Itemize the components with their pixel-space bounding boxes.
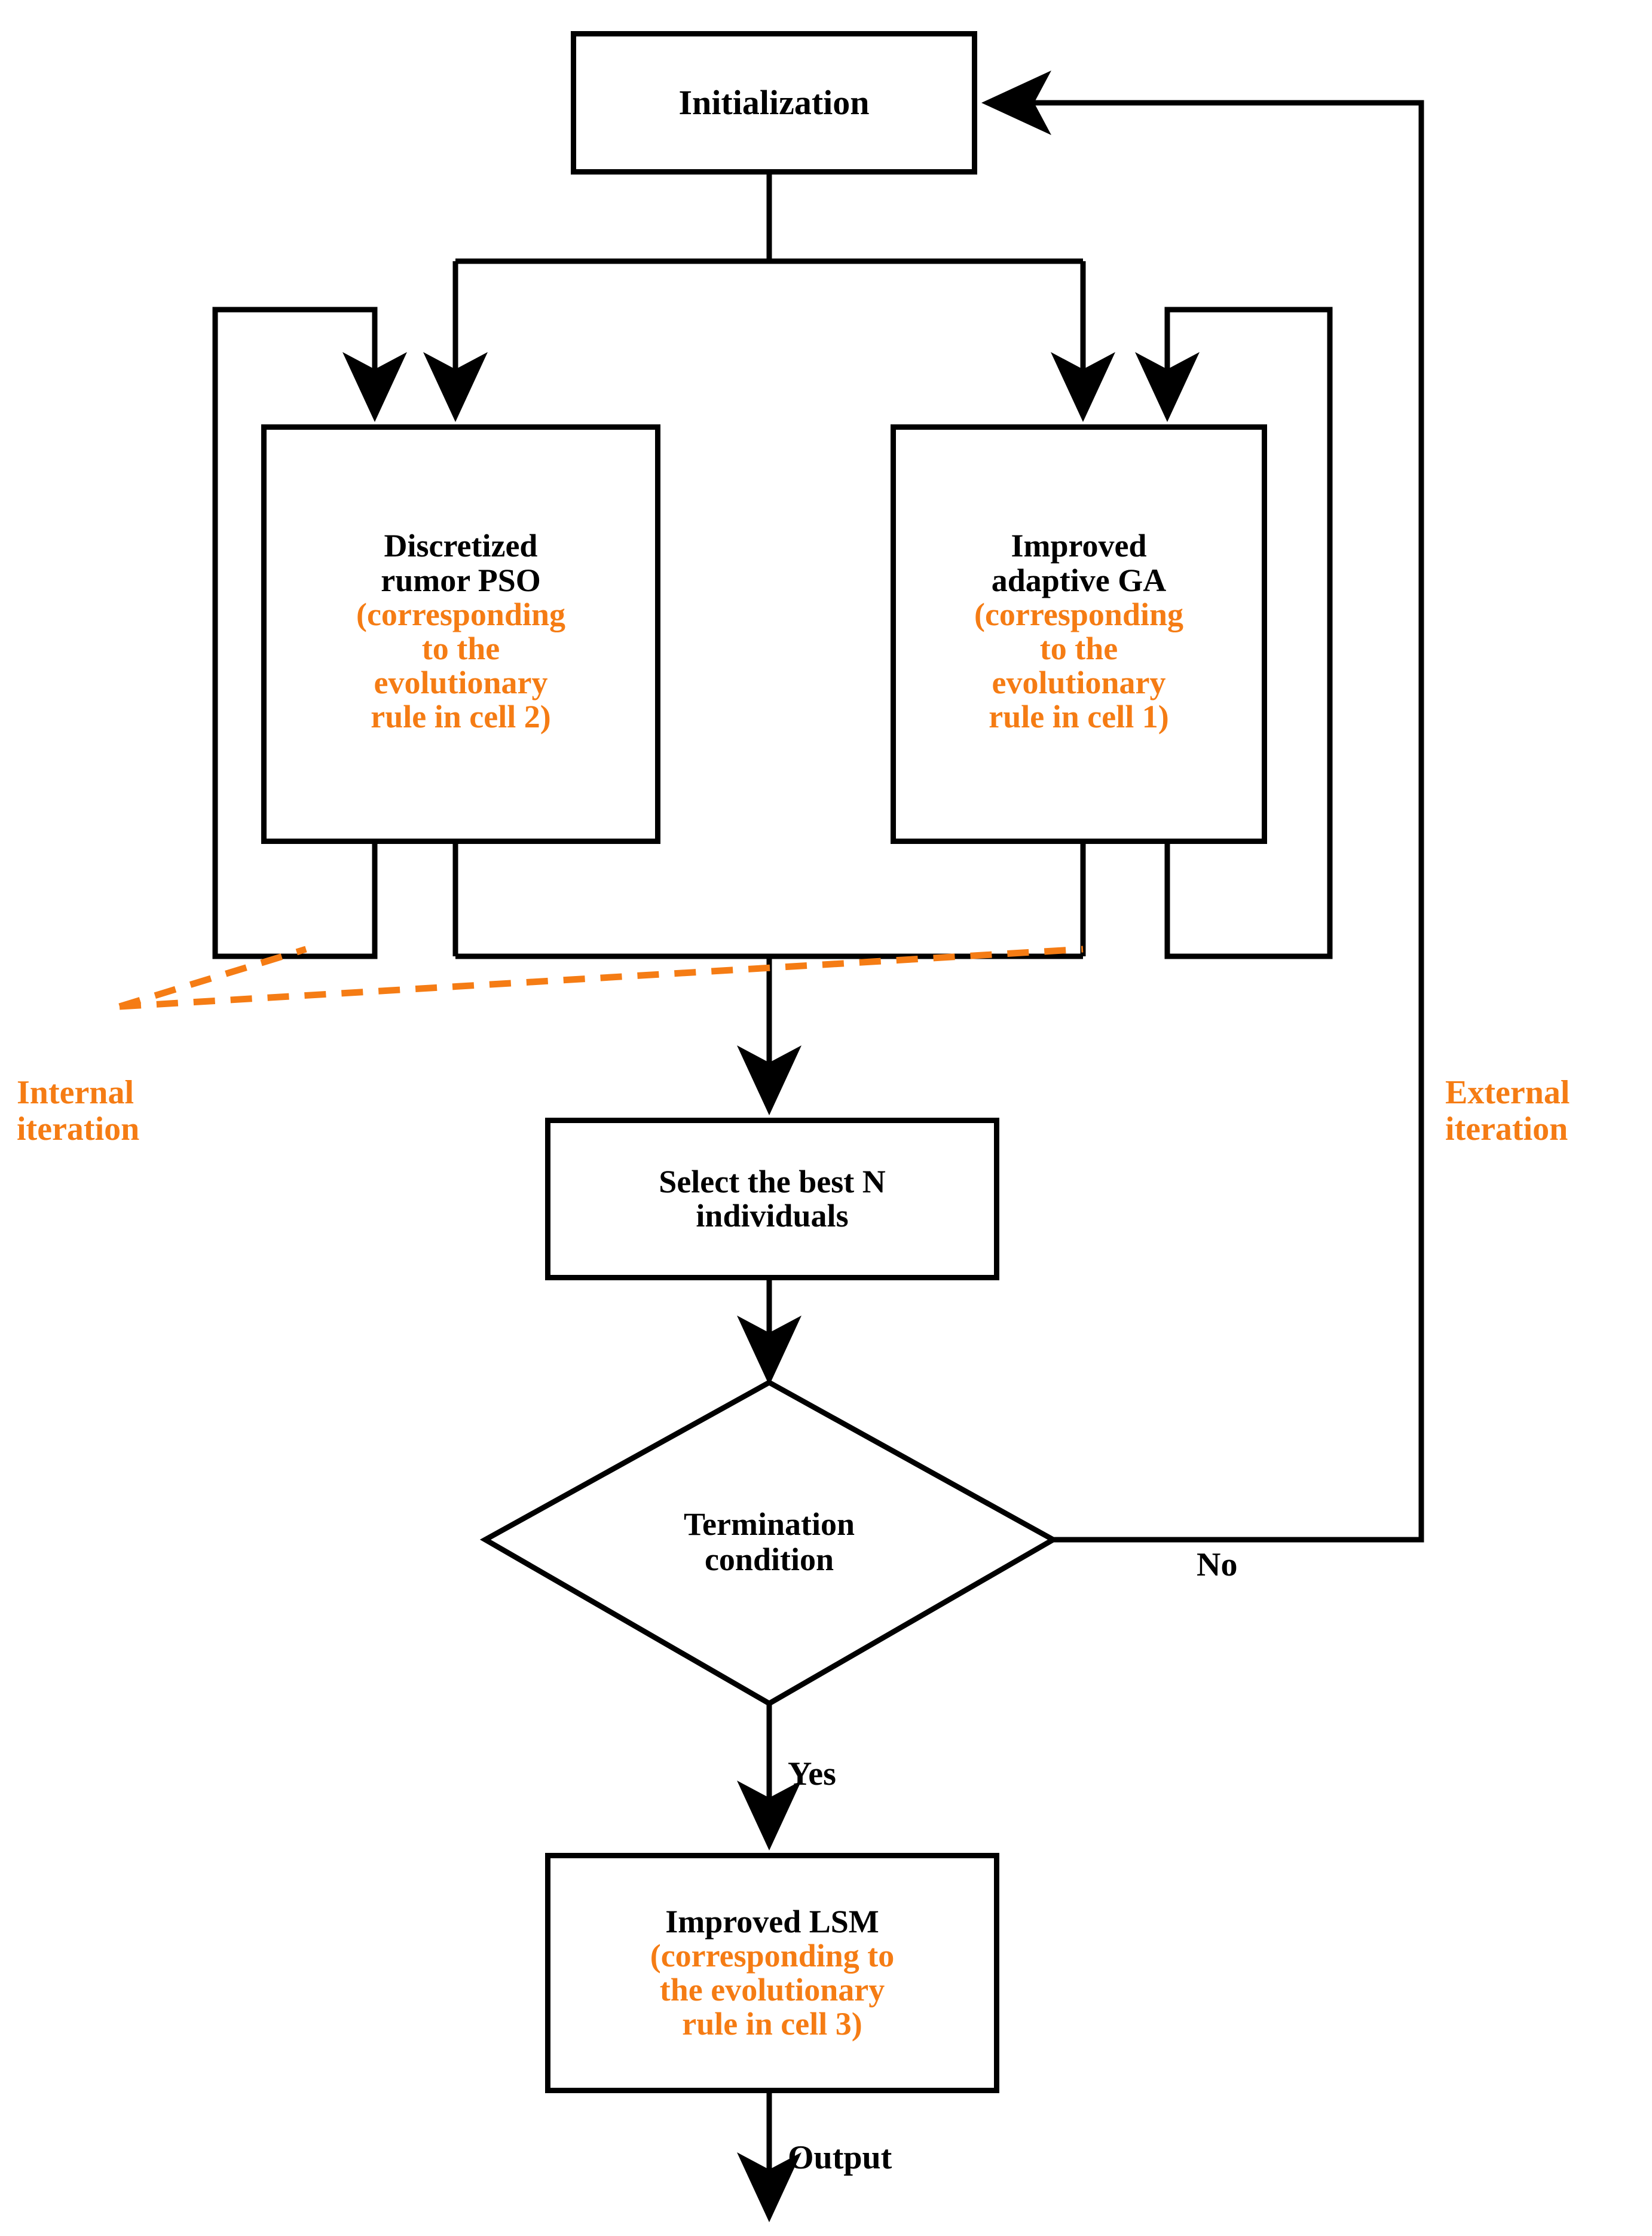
- annotation-external-iteration: External iteration: [1445, 1074, 1570, 1148]
- node-ga-note-line2: to the: [1039, 631, 1118, 666]
- node-select-best-individuals[interactable]: Select the best N individuals: [545, 1118, 999, 1280]
- node-ga-line2: adaptive GA: [991, 562, 1167, 598]
- node-lsm-line1: Improved LSM: [665, 1903, 879, 1940]
- node-ga-note-line3: evolutionary: [992, 665, 1166, 701]
- node-discretized-rumor-pso[interactable]: Discretized rumor PSO (corresponding to …: [261, 424, 660, 844]
- node-pso-line1: Discretized: [384, 528, 538, 564]
- edge-label-output: Output: [788, 2139, 892, 2177]
- edge-label-yes: Yes: [788, 1755, 836, 1793]
- node-lsm-note-line3: rule in cell 3): [682, 2006, 862, 2042]
- node-pso-note-line3: evolutionary: [374, 665, 548, 701]
- node-pso-note-line1: (corresponding: [356, 596, 566, 632]
- node-select-line1: Select the best N: [659, 1163, 886, 1200]
- node-initialization[interactable]: Initialization: [571, 31, 977, 175]
- node-termination-line1: Termination: [683, 1506, 855, 1542]
- node-ga-note-line1: (corresponding: [974, 596, 1184, 632]
- node-initialization-label: Initialization: [678, 83, 870, 123]
- node-pso-note-line2: to the: [421, 631, 500, 666]
- node-improved-adaptive-ga[interactable]: Improved adaptive GA (corresponding to t…: [891, 424, 1267, 844]
- internal-iteration-pointer-upper: [118, 946, 307, 1010]
- node-pso-note-line4: rule in cell 2): [371, 699, 551, 735]
- node-lsm-note-line1: (corresponding to: [650, 1937, 895, 1974]
- internal-iteration-pointer-lower: [119, 946, 1084, 1010]
- node-ga-note-line4: rule in cell 1): [989, 699, 1169, 735]
- node-termination-line2: condition: [704, 1541, 834, 1577]
- edge-label-no: No: [1197, 1546, 1238, 1584]
- node-select-line2: individuals: [696, 1198, 849, 1234]
- annotation-internal-iteration: Internal iteration: [17, 1074, 140, 1148]
- node-pso-line2: rumor PSO: [381, 562, 541, 598]
- node-termination-condition[interactable]: Termination condition: [575, 1476, 963, 1608]
- node-improved-lsm[interactable]: Improved LSM (corresponding to the evolu…: [545, 1853, 999, 2093]
- node-lsm-note-line2: the evolutionary: [659, 1972, 885, 2008]
- node-ga-line1: Improved: [1011, 528, 1147, 564]
